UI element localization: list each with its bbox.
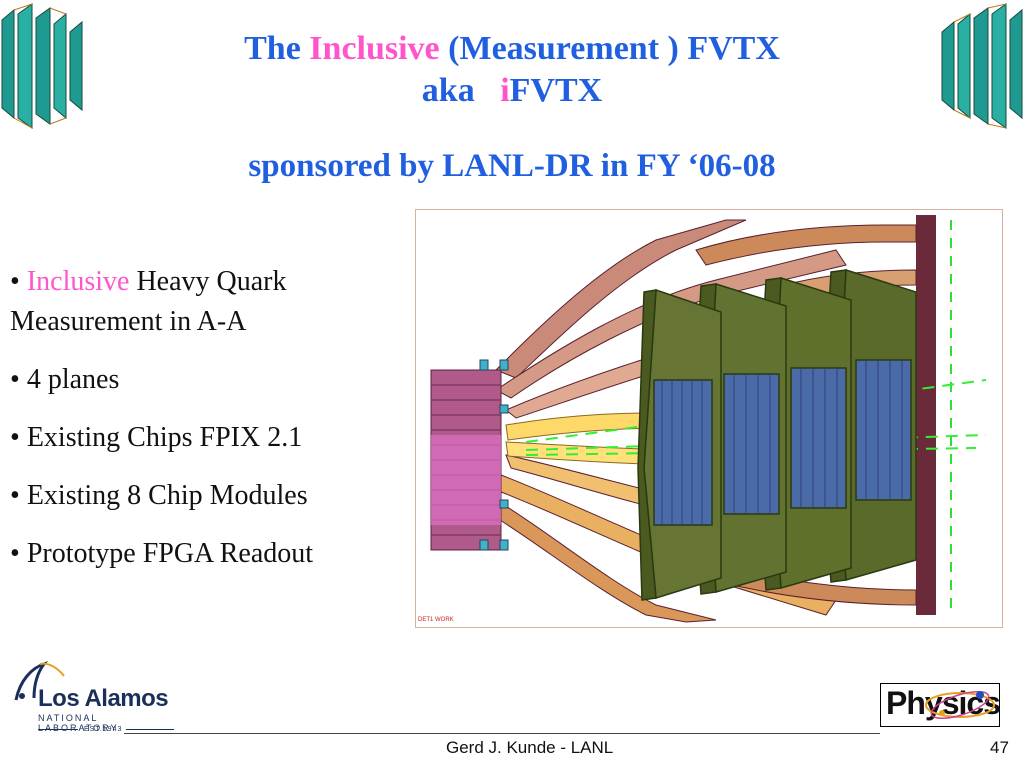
bullet-3-text: Existing Chips FPIX 2.1 — [26, 422, 303, 453]
bullet-1-text: Heavy Quark Measurement in A-A — [10, 266, 287, 337]
bullet-list: • Inclusive Heavy Quark Measurement in A… — [10, 262, 410, 592]
footer-divider — [124, 733, 880, 734]
physics-logo: Physics — [880, 683, 1001, 727]
atom-orbit-icon — [925, 690, 995, 720]
figure-label: DET1 WORK — [418, 617, 454, 623]
logo-established: EST.1943 — [84, 726, 123, 733]
bullet-2-text: 4 planes — [26, 364, 120, 395]
los-alamos-logo: Los Alamos NATIONAL LABORATORY EST.1943 — [8, 660, 178, 740]
footer-author: Gerd J. Kunde - LANL — [446, 738, 614, 757]
detector-decoration-right-icon — [941, 3, 1023, 129]
bullet-item: • Inclusive Heavy Quark Measurement in A… — [10, 266, 287, 337]
slide-title: The Inclusive (Measurement ) FVTX aka iF… — [150, 28, 874, 112]
physics-logo-box — [880, 683, 1000, 727]
los-alamos-swoosh-icon — [14, 661, 65, 701]
title-fvtx: FVTX — [509, 72, 603, 109]
bullet-5-text: Prototype FPGA Readout — [26, 538, 314, 569]
title-rest-line-1: (Measurement ) FVTX — [448, 30, 780, 67]
logo-name: Los Alamos — [38, 685, 169, 712]
title-line-2: aka iFVTX — [150, 70, 874, 112]
detector-decoration-left-icon — [1, 3, 83, 129]
bullet-item: • Existing Chips FPIX 2.1 — [10, 422, 303, 453]
bullet-item: • Existing 8 Chip Modules — [10, 480, 308, 511]
logo-subtitle: NATIONAL LABORATORY — [38, 713, 119, 733]
title-i-letter: i — [500, 72, 510, 109]
bullet-item: • 4 planes — [10, 364, 120, 395]
title-line-1: The Inclusive (Measurement ) FVTX — [150, 28, 874, 70]
bullet-4-text: Existing 8 Chip Modules — [26, 480, 308, 511]
bullet-item: • Prototype FPGA Readout — [10, 538, 314, 569]
slide-subtitle: sponsored by LANL-DR in FY ‘06-08 — [248, 148, 776, 184]
bullet-1-highlight: Inclusive — [26, 266, 130, 297]
title-word-the: The — [244, 30, 301, 67]
detector-figure: DET1 WORK — [415, 209, 1003, 628]
page-number: 47 — [990, 738, 1009, 757]
title-aka: aka — [421, 72, 475, 109]
title-word-inclusive: Inclusive — [309, 30, 440, 67]
detector-render-image — [430, 215, 987, 623]
